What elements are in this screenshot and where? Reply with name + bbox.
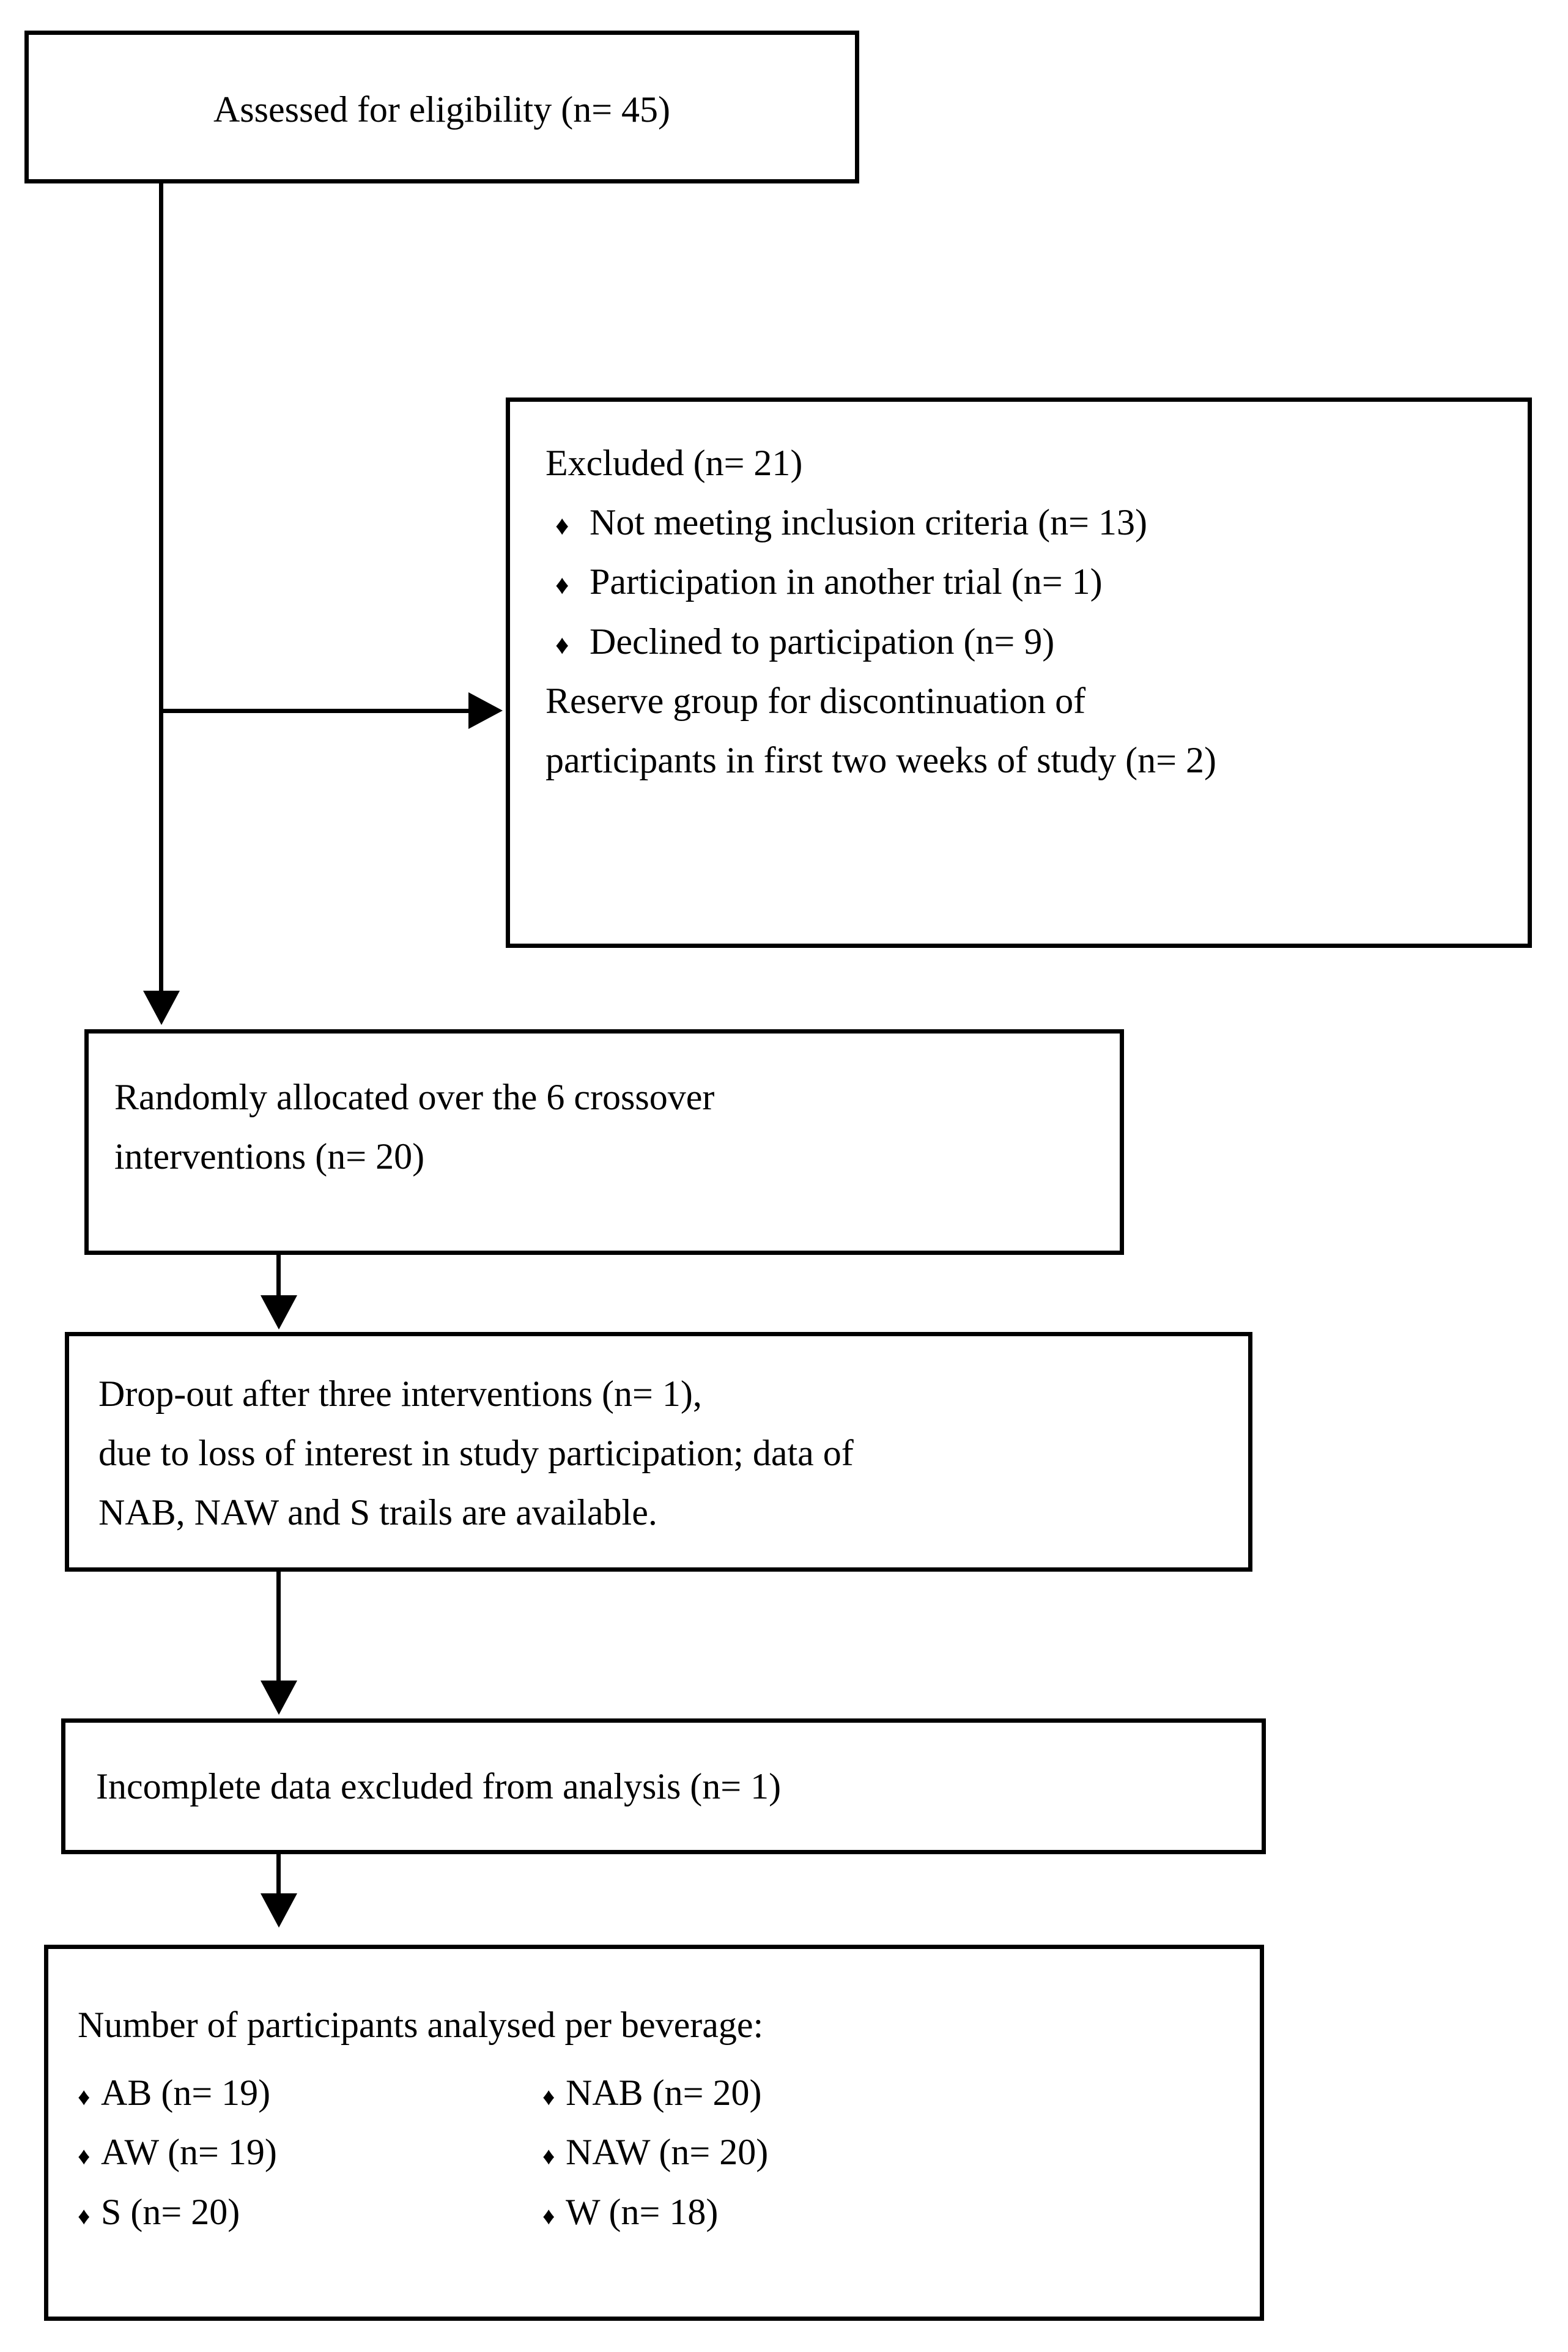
excluded-bullet-label: Participation in another trial (n= 1) xyxy=(590,561,1103,602)
box-dropout: Drop-out after three interventions (n= 1… xyxy=(65,1332,1252,1572)
diamond-bullet-icon: ♦ xyxy=(542,2202,555,2230)
excluded-bullet-item: ♦ Not meeting inclusion criteria (n= 13) xyxy=(545,493,1515,552)
beverage-label: AB (n= 19) xyxy=(101,2073,271,2113)
analysed-heading: Number of participants analysed per beve… xyxy=(78,2005,764,2045)
beverage-label: NAB (n= 20) xyxy=(566,2073,762,2113)
excluded-note-line-1: Reserve group for discontinuation of xyxy=(545,680,1086,721)
beverage-item: ♦ W (n= 18) xyxy=(542,2183,1007,2242)
connector-incomplete-to-analysed-arrowhead xyxy=(261,1893,297,1928)
connector-allocated-to-dropout-line xyxy=(276,1255,281,1298)
diamond-bullet-icon: ♦ xyxy=(555,629,569,660)
connector-allocated-to-dropout-arrowhead xyxy=(261,1295,297,1329)
beverage-item: ♦ AB (n= 19) xyxy=(78,2063,542,2123)
diamond-bullet-icon: ♦ xyxy=(78,2202,91,2230)
excluded-bullet-item: ♦ Declined to participation (n= 9) xyxy=(545,612,1515,671)
excluded-heading: Excluded (n= 21) xyxy=(545,443,803,483)
connector-incomplete-to-analysed-line xyxy=(276,1854,281,1913)
box-assessed-for-eligibility: Assessed for eligibility (n= 45) xyxy=(24,31,859,183)
beverage-item: ♦ NAW (n= 20) xyxy=(542,2123,1007,2182)
dropout-line-1: Drop-out after three interventions (n= 1… xyxy=(98,1374,702,1414)
connector-dropout-to-incomplete-arrowhead xyxy=(261,1681,297,1715)
beverage-label: NAW (n= 20) xyxy=(566,2132,769,2173)
beverage-item: ♦ S (n= 20) xyxy=(78,2183,542,2242)
box-allocated-content: Randomly allocated over the 6 crossover … xyxy=(114,1068,1120,1186)
assessed-text: Assessed for eligibility (n= 45) xyxy=(213,89,671,130)
box-randomly-allocated: Randomly allocated over the 6 crossover … xyxy=(84,1029,1124,1255)
allocated-line-2: interventions (n= 20) xyxy=(114,1136,425,1177)
allocated-line-1: Randomly allocated over the 6 crossover xyxy=(114,1077,715,1117)
box-assessed-content: Assessed for eligibility (n= 45) xyxy=(29,80,855,139)
box-excluded-content: Excluded (n= 21) ♦ Not meeting inclusion… xyxy=(545,434,1515,790)
excluded-bullet-label: Not meeting inclusion criteria (n= 13) xyxy=(590,502,1147,543)
box-analysed-content: Number of participants analysed per beve… xyxy=(78,1995,1260,2242)
beverage-label: W (n= 18) xyxy=(566,2191,719,2232)
connector-dropout-to-incomplete-line xyxy=(276,1572,281,1682)
diamond-bullet-icon: ♦ xyxy=(555,511,569,541)
beverage-label: AW (n= 19) xyxy=(101,2132,277,2173)
connector-assessed-to-allocated-line xyxy=(159,183,163,991)
connector-assessed-to-excluded-arrowhead xyxy=(468,692,503,729)
diamond-bullet-icon: ♦ xyxy=(542,2142,555,2170)
diamond-bullet-icon: ♦ xyxy=(78,2083,91,2111)
connector-assessed-to-allocated-arrowhead xyxy=(143,991,180,1025)
excluded-bullet-label: Declined to participation (n= 9) xyxy=(590,621,1055,662)
diamond-bullet-icon: ♦ xyxy=(78,2142,91,2170)
excluded-note-line-2: participants in first two weeks of study… xyxy=(545,739,1216,780)
incomplete-text: Incomplete data excluded from analysis (… xyxy=(96,1766,782,1807)
beverage-list: ♦ AB (n= 19) ♦ NAB (n= 20) ♦ AW (n= 19) … xyxy=(78,2063,1260,2242)
dropout-line-2: due to loss of interest in study partici… xyxy=(98,1433,854,1474)
diamond-bullet-icon: ♦ xyxy=(542,2083,555,2111)
diamond-bullet-icon: ♦ xyxy=(555,570,569,601)
box-incomplete-content: Incomplete data excluded from analysis (… xyxy=(96,1757,1262,1816)
beverage-item: ♦ AW (n= 19) xyxy=(78,2123,542,2182)
dropout-line-3: NAB, NAW and S trails are available. xyxy=(98,1492,657,1533)
excluded-bullet-item: ♦ Participation in another trial (n= 1) xyxy=(545,552,1515,612)
box-incomplete-data-excluded: Incomplete data excluded from analysis (… xyxy=(61,1718,1266,1854)
beverage-label: S (n= 20) xyxy=(101,2191,240,2232)
connector-assessed-to-excluded-line xyxy=(159,709,471,713)
beverage-item: ♦ NAB (n= 20) xyxy=(542,2063,1007,2123)
box-excluded: Excluded (n= 21) ♦ Not meeting inclusion… xyxy=(506,398,1532,948)
box-number-analysed-per-beverage: Number of participants analysed per beve… xyxy=(44,1945,1264,2321)
box-dropout-content: Drop-out after three interventions (n= 1… xyxy=(98,1364,1248,1543)
